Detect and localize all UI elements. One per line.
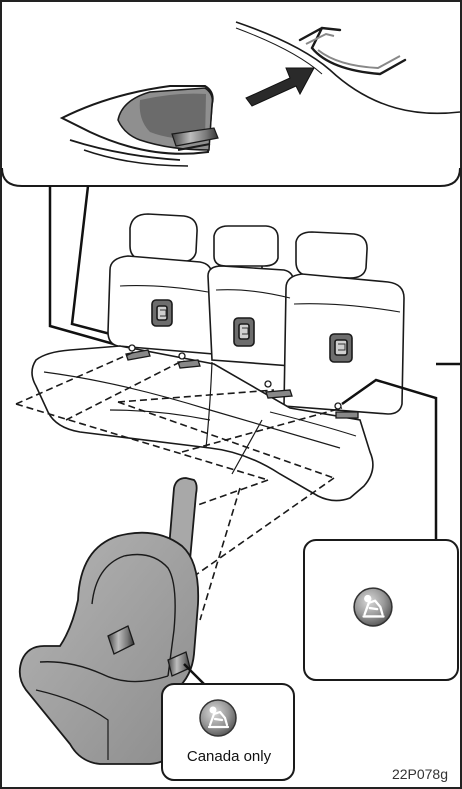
seatback-center bbox=[208, 266, 294, 366]
child-seat-anchor-icon bbox=[354, 588, 392, 626]
child-seat-anchor-icon bbox=[200, 700, 236, 736]
push-arrow bbox=[246, 68, 314, 106]
figure-code-label: 22P078g bbox=[392, 766, 448, 782]
anchor-closeup-callout bbox=[2, 22, 460, 186]
canada-only-label: Canada only bbox=[168, 748, 290, 765]
seat-closeup bbox=[62, 86, 218, 166]
headrest-right bbox=[296, 232, 367, 278]
anchor-closeup-detail bbox=[236, 22, 460, 113]
seatbelt-buckle-center bbox=[234, 318, 254, 346]
rear-seat bbox=[32, 214, 404, 501]
headrest-center bbox=[214, 226, 278, 266]
seatbelt-buckle-left bbox=[152, 300, 172, 326]
seatbelt-buckle-right bbox=[330, 334, 352, 362]
headrest-left bbox=[130, 214, 197, 262]
